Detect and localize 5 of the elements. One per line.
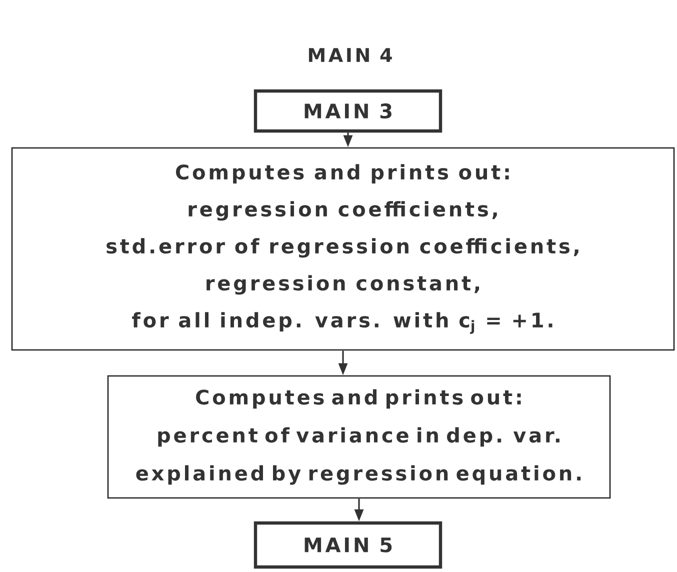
terminal-box: MAIN 3 — [254, 89, 442, 133]
terminal-box: MAIN 5 — [254, 521, 442, 569]
title: MAIN 4 — [308, 48, 392, 62]
process-box: Computes and prints out: percent of variance in dep. var. explained by regression equation. — [107, 375, 611, 499]
process-box: Computes and prints out: regression coefficients, std.error of regression coefficients, regression constant, for all indep. vars. with c$_{j}$ = +1. — [11, 147, 675, 351]
